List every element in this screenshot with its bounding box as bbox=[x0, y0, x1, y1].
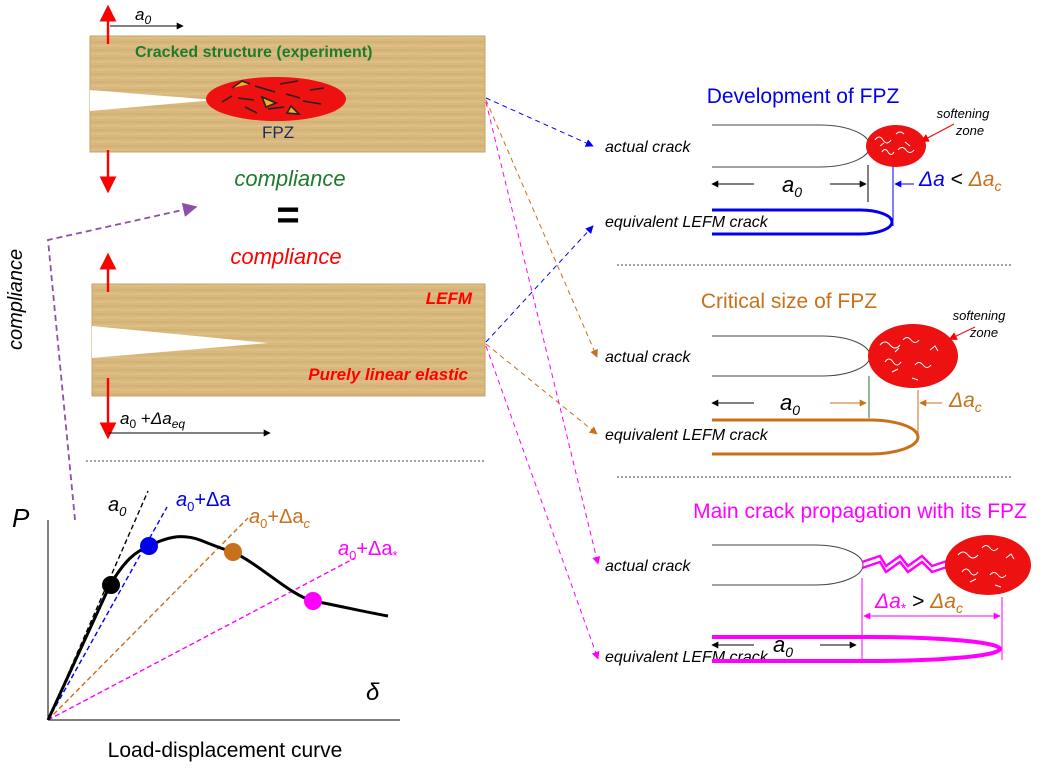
secant-magenta bbox=[47, 557, 356, 721]
panel-development: Development of FPZ actual crack softenin… bbox=[605, 85, 1002, 236]
connector-lefm-to-equiv3 bbox=[485, 345, 600, 660]
panel1-fpz bbox=[866, 125, 926, 167]
panel1-actual-label: actual crack bbox=[605, 139, 691, 156]
connector-lefm-to-equiv2 bbox=[485, 343, 598, 435]
connector-top-to-actual3 bbox=[485, 101, 601, 565]
load-displacement-chart: P δ Load-displacement curve a0 a0+Δa a0+… bbox=[12, 489, 400, 762]
panel1-zone: zone bbox=[955, 123, 984, 138]
label-blue: a0+Δa bbox=[176, 489, 231, 514]
fpz-ellipse bbox=[206, 77, 346, 121]
panel1-equivalent-label: equivalent LEFM crack bbox=[605, 214, 769, 231]
secant-orange bbox=[47, 517, 249, 721]
panel3-fpz-texture bbox=[957, 545, 1015, 588]
panel3-equivalent-label: equivalent LEFM crack bbox=[605, 649, 769, 666]
point-orange bbox=[224, 543, 242, 561]
panel3-equivalent-crack bbox=[712, 635, 1002, 663]
panel2-fpz-texture bbox=[879, 337, 939, 381]
connector-top-to-actual1 bbox=[485, 97, 594, 147]
panel2-actual-label: actual crack bbox=[605, 349, 691, 366]
panel3-delta-label: Δa* > Δac bbox=[874, 590, 963, 616]
panel1-softening-arrow bbox=[920, 123, 955, 142]
panel2-title: Critical size of FPZ bbox=[701, 290, 877, 313]
panel3-title: Main crack propagation with its FPZ bbox=[693, 500, 1027, 523]
panel2-zone: zone bbox=[969, 325, 998, 340]
panel1-softening: softening bbox=[937, 106, 991, 121]
compliance-lefm: compliance bbox=[230, 244, 341, 269]
point-blue bbox=[140, 537, 158, 555]
panel1-actual-crack bbox=[712, 124, 871, 168]
lefm-label: LEFM bbox=[426, 289, 473, 308]
panel2-a0-label: a0 bbox=[780, 390, 800, 418]
panel2-actual-crack bbox=[712, 335, 871, 377]
label-magenta: a0+Δa* bbox=[338, 538, 398, 563]
panel3-fpz bbox=[945, 535, 1031, 595]
panel3-main-crack-top bbox=[861, 554, 951, 568]
connector-arrows bbox=[485, 97, 601, 660]
lefm-block: LEFM Purely linear elastic a0 +Δaeq bbox=[91, 252, 486, 440]
fpz-microcracks bbox=[221, 80, 325, 115]
connector-top-to-actual2 bbox=[485, 99, 598, 358]
panel-propagation: Main crack propagation with its FPZ actu… bbox=[605, 500, 1031, 666]
panel2-equivalent-label: equivalent LEFM crack bbox=[605, 427, 769, 444]
panel3-actual-label: actual crack bbox=[605, 558, 691, 575]
panel2-equivalent-crack bbox=[712, 418, 920, 456]
point-magenta bbox=[304, 592, 322, 610]
cracked-structure-block: Cracked structure (experiment) FPZ a0 bbox=[89, 4, 486, 194]
panel1-a0-label: a0 bbox=[782, 172, 802, 200]
panel2-delta-label: Δac bbox=[948, 389, 982, 415]
panel2-softening: softening bbox=[953, 308, 1007, 323]
panel1-delta-label: Δa < Δac bbox=[918, 168, 1002, 194]
purple-compliance-arrow bbox=[47, 202, 198, 521]
label-orange: a0+Δac bbox=[249, 506, 311, 531]
chart-x-label: δ bbox=[366, 679, 380, 706]
top-box-title: Cracked structure (experiment) bbox=[135, 44, 372, 61]
chart-y-label: P bbox=[12, 503, 30, 533]
purely-linear-label: Purely linear elastic bbox=[308, 365, 468, 384]
compliance-experiment: compliance bbox=[234, 166, 345, 191]
panel1-fpz-texture bbox=[874, 131, 915, 155]
point-a0 bbox=[102, 576, 120, 594]
panel-critical: Critical size of FPZ actual crack soften… bbox=[605, 290, 1007, 456]
panel2-softening-arrow bbox=[948, 326, 976, 340]
panel3-main-crack-bottom bbox=[861, 560, 951, 574]
side-compliance-label: compliance bbox=[5, 249, 27, 350]
panel1-equivalent-crack bbox=[712, 208, 894, 236]
panel3-actual-crack bbox=[712, 544, 864, 586]
lefm-notch bbox=[92, 326, 268, 358]
label-a0: a0 bbox=[108, 494, 127, 519]
panel2-fpz bbox=[868, 324, 958, 388]
chart-caption: Load-displacement curve bbox=[108, 739, 343, 762]
lefm-a-eq-label: a0 +Δaeq bbox=[120, 409, 185, 431]
panel1-title: Development of FPZ bbox=[707, 85, 900, 108]
top-a0-label: a0 bbox=[135, 5, 151, 27]
fpz-label: FPZ bbox=[262, 123, 294, 142]
equals-sign: = bbox=[276, 193, 299, 237]
top-notch bbox=[90, 90, 215, 111]
